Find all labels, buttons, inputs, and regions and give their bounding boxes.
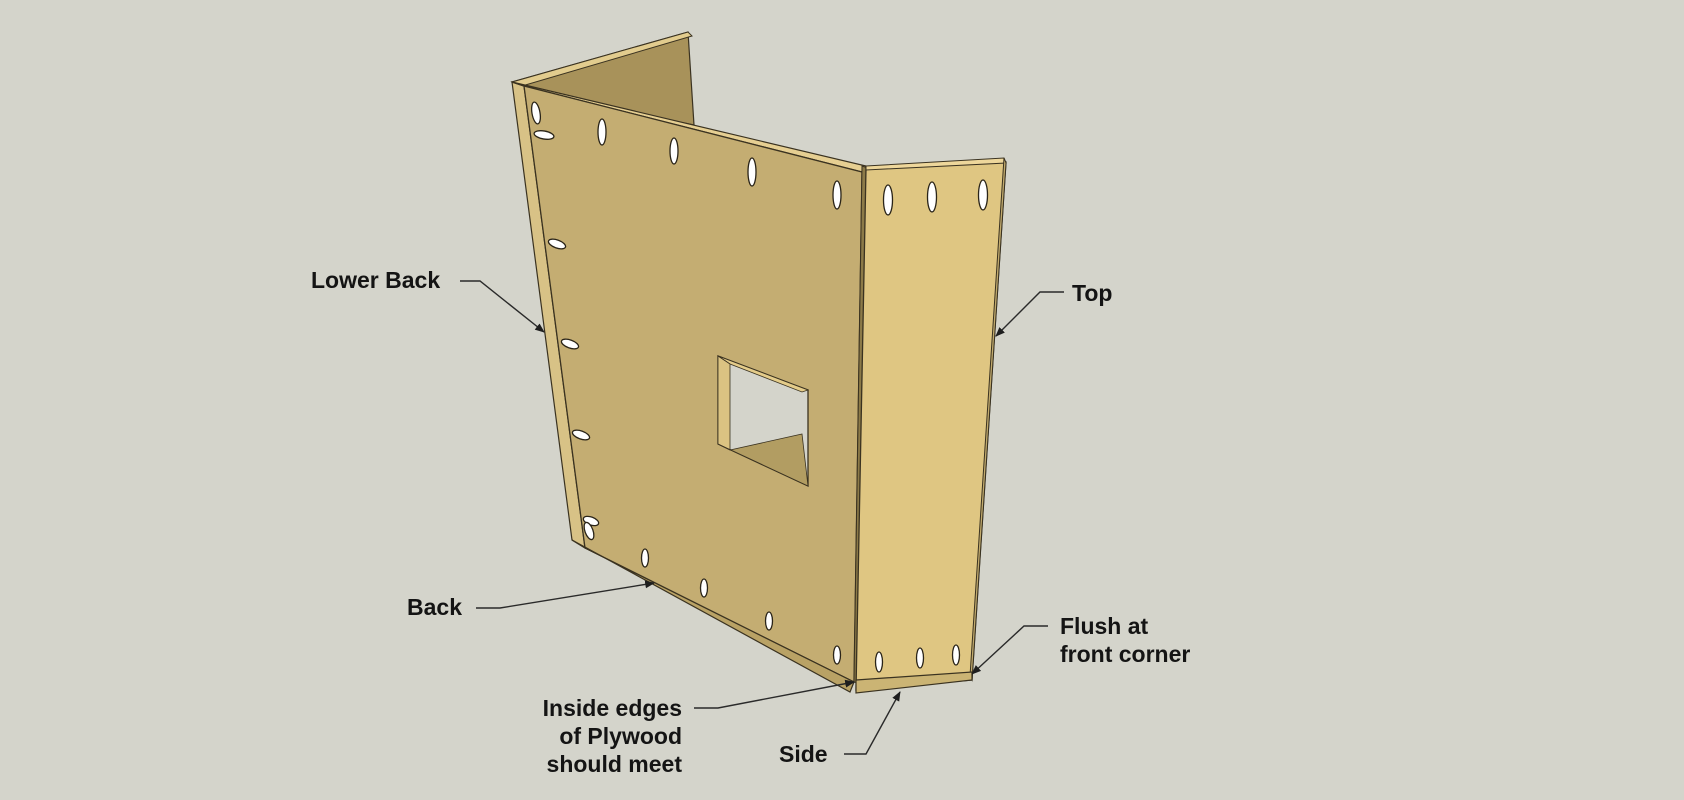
pocket-hole [571,429,591,441]
square-window [717,355,810,488]
label-flush-line-2: front corner [1060,641,1191,667]
pocket-hole [530,101,542,125]
label-side: Side [779,741,828,767]
label-inside-edges: Inside edges of Plywood should meet [524,694,682,778]
pocket-hole [977,179,989,211]
pocket-hole [915,647,925,669]
leader-top [995,291,1064,337]
side-face [855,161,1007,691]
pocket-hole [832,180,842,210]
pocket-hole [874,651,884,673]
pocket-hole [597,118,607,146]
side-bottom-edge [855,671,973,694]
pocket-hole [669,137,679,165]
leader-lower-back [460,280,545,333]
pocket-hole [926,181,938,213]
pocket-hole [547,238,567,250]
leader-inside-edges [694,679,855,709]
pocket-hole [747,157,757,187]
pocket-hole [533,130,555,140]
label-inside-edges-line-1: Inside edges [542,695,682,721]
label-inside-edges-line-3: should meet [546,751,682,777]
label-flush-at-front-corner: Flush at front corner [1060,612,1190,668]
pocket-hole [951,644,961,666]
side-pocket-holes [874,179,989,673]
back-pocket-holes [530,101,842,665]
back-face [523,85,863,684]
pocket-hole [882,184,894,216]
leader-side [844,691,901,755]
leader-back [476,580,655,609]
pocket-hole [560,338,580,350]
label-lower-back: Lower Back [311,267,441,293]
label-back: Back [407,594,462,620]
label-flush-line-1: Flush at [1060,613,1149,639]
label-inside-edges-line-2: of Plywood [559,723,682,749]
pocket-hole [764,611,774,631]
pocket-hole [640,548,650,568]
pocket-hole [699,578,709,598]
pocket-hole [832,645,842,665]
pocket-hole [583,521,595,541]
leader-flush [971,625,1048,675]
label-top: Top [1072,280,1113,306]
